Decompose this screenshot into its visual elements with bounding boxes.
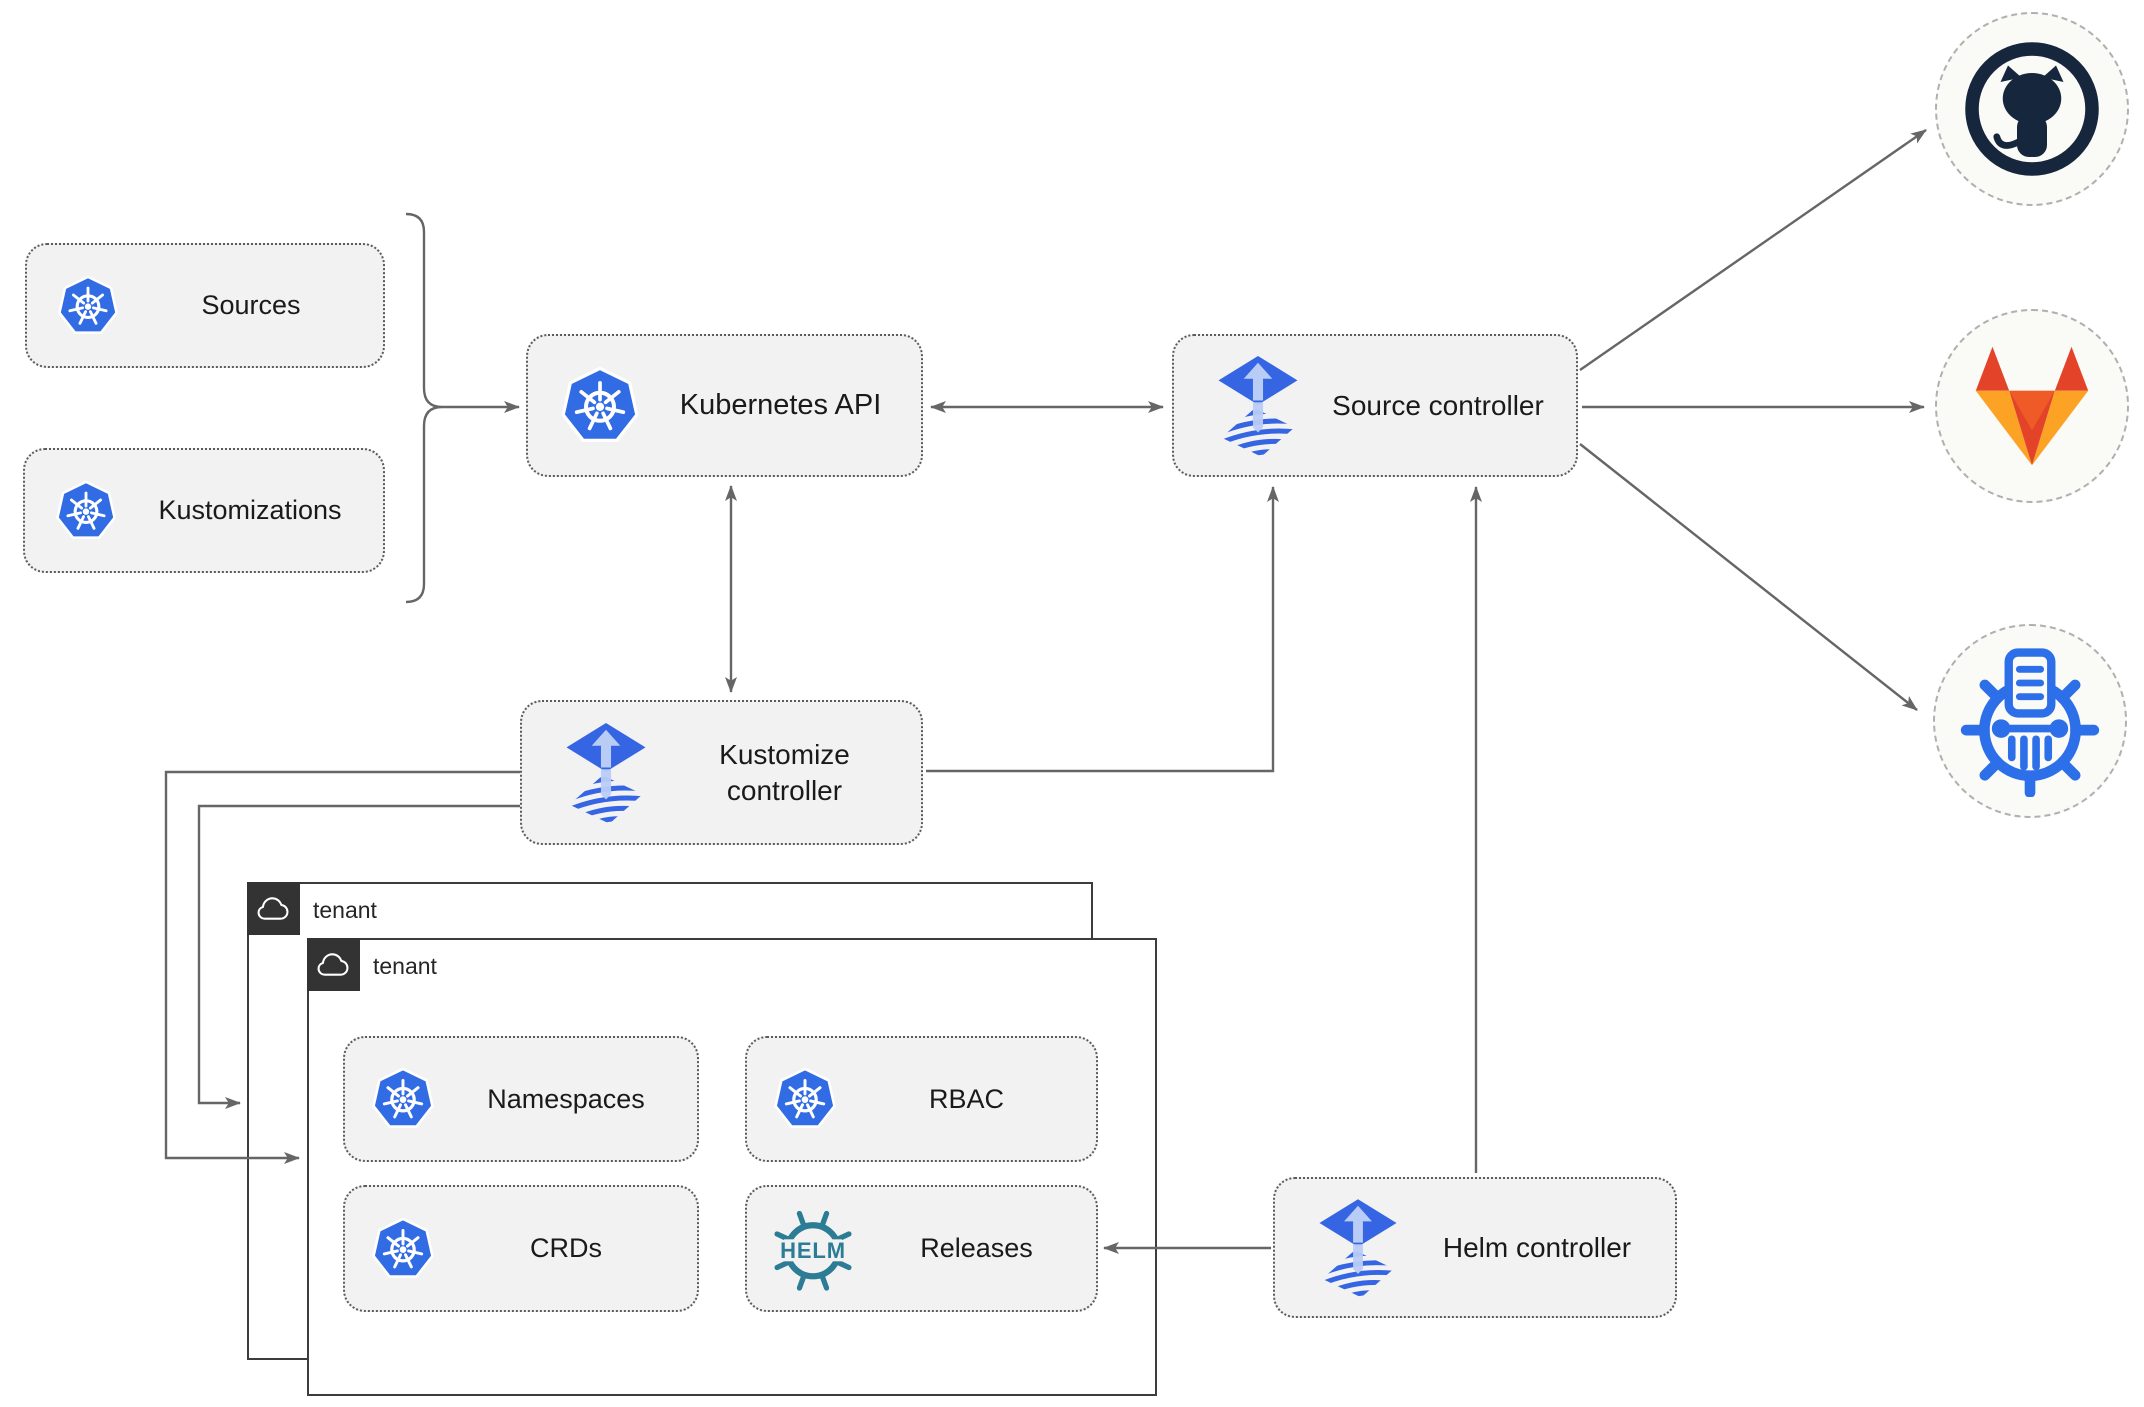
gitlab-icon [1975,346,2089,466]
node-label: Helm controller [1442,1231,1632,1263]
node-label: Kustomize controller [719,738,850,806]
kubernetes-icon [55,480,117,542]
bracket-sources-kustomizations [405,212,443,604]
node-helm-controller: Helm controller [1273,1177,1677,1318]
node-kustomize-controller: Kustomize controller [520,700,923,845]
flux-icon [1216,355,1300,457]
node-crds: CRDs [343,1185,699,1312]
endpoint-helm-repository [1933,624,2127,818]
kubernetes-icon [773,1067,837,1131]
node-label: Sources [201,290,301,321]
node-namespaces: Namespaces [343,1036,699,1162]
node-releases: HELM Releases [745,1185,1098,1312]
tenant-label: tenant [373,953,437,979]
node-rbac: RBAC [745,1036,1098,1162]
node-source-controller: Source controller [1172,334,1578,477]
cloud-badge [246,881,300,935]
arrow-kustomize-controller-to-source-controller [926,486,1279,773]
kubernetes-icon [57,275,119,337]
tenant-label: tenant [313,897,377,923]
helm-logo-text: HELM [780,1237,846,1262]
cloud-icon [316,952,350,977]
github-icon [1965,42,2099,176]
node-kustomizations: Kustomizations [23,448,385,573]
flux-icon [564,722,648,824]
flux-icon [1317,1198,1399,1298]
kubernetes-icon [560,366,640,446]
arrow-source-controller-to-github [1579,129,1927,371]
node-label: Kustomizations [158,495,342,526]
endpoint-github [1935,12,2129,206]
chartmuseum-icon [1960,648,2100,797]
cloud-badge [306,937,360,991]
node-label: CRDs [530,1233,602,1264]
tenant-box-front: tenant Namespaces RBAC CRDs [306,937,1157,1396]
arrow-source-controller-to-helm-repository [1579,443,1918,711]
cloud-icon [256,896,290,921]
node-kubernetes-api: Kubernetes API [526,334,923,477]
node-label: Namespaces [487,1083,645,1114]
node-label: RBAC [928,1083,1004,1114]
kubernetes-icon [371,1217,435,1281]
kubernetes-icon [371,1067,435,1131]
helm-icon: HELM [774,1210,852,1291]
node-sources: Sources [25,243,385,368]
node-label: Releases [920,1233,1033,1264]
node-label: Source controller [1332,389,1544,421]
node-label: Kubernetes API [679,388,882,421]
endpoint-gitlab [1935,309,2129,503]
